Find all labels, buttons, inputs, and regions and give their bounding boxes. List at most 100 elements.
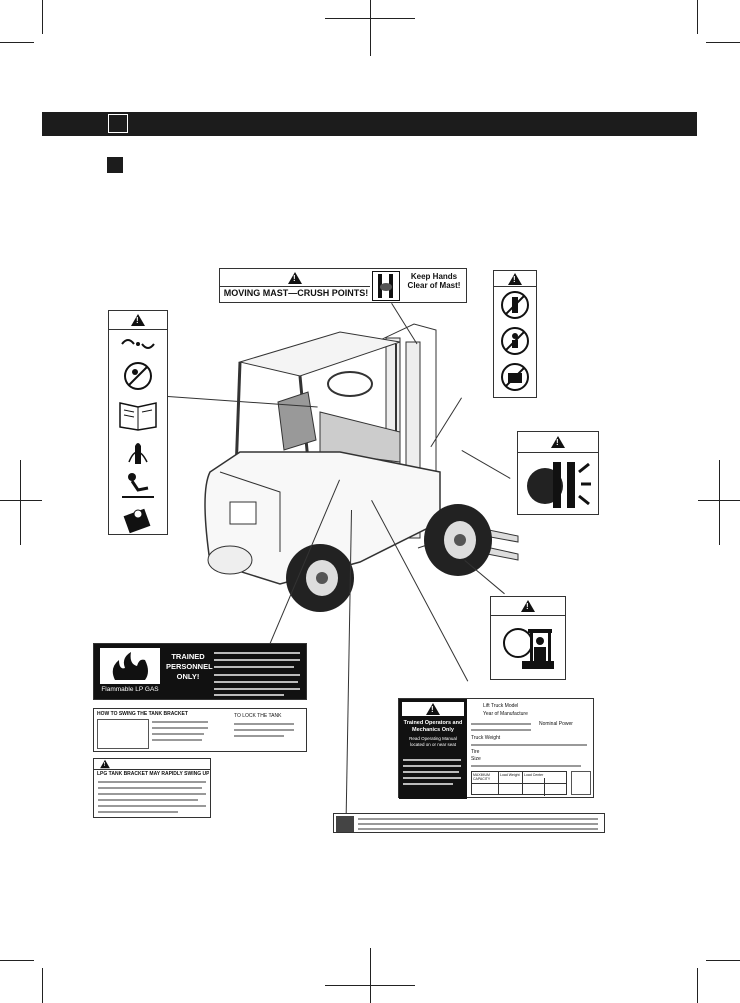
truck-weight-field: Truck Weight [471,735,501,741]
fine-print-line [471,723,531,725]
crop-mark [42,0,43,34]
lock-tank-title: TO LOCK THE TANK [234,713,282,719]
hand-crush-icon [372,271,400,301]
lift-truck-model-field: Lift Truck Model [483,703,519,709]
fine-print-line [358,818,598,820]
warning-triangle-icon [508,272,522,285]
warning-triangle-icon [336,816,354,832]
year-of-manufacture-field: Year of Manufacture [483,711,528,717]
warning-triangle-icon [131,314,145,326]
warning-triangle-icon [521,600,535,612]
fine-print-line [471,729,531,731]
seatbelt-pictogram-icon [109,330,167,358]
warning-triangle-icon [551,436,565,448]
no-riders-pictogram-icon [109,358,167,394]
crop-mark [719,460,720,545]
overhead-guard-icon [491,616,565,680]
fine-print-line [214,674,300,676]
crop-mark [20,460,21,545]
fine-print-line [98,781,206,783]
bracket-instruction-title: HOW TO SWING THE TANK BRACKET [97,711,188,717]
tire-field: Tire [471,749,480,755]
section-number-box [108,114,128,133]
operator-safety-pictogram-label [108,310,168,535]
load-center-header: Load Center [524,773,544,777]
hand-pointing-icon [109,434,167,468]
fine-print-line [98,799,198,801]
crop-mark [370,948,371,1003]
swing-warning-title: LPG TANK BRACKET MAY RAPIDLY SWING UP [97,771,209,777]
fine-print-line [214,659,300,661]
mast-crush-title: MOVING MAST—CRUSH POINTS! [223,288,369,298]
overhead-guard-label [490,596,566,680]
fine-print-line [214,652,300,654]
hand-crush-label [517,431,599,515]
crop-mark [697,0,698,34]
no-reaching-through-mast-icon [494,359,536,395]
crop-mark [706,960,740,961]
crop-mark [0,960,34,961]
fine-print-line [214,681,298,683]
fine-print-line [234,729,294,731]
fine-print-line [234,723,294,725]
nominal-power-field: Nominal Power [539,721,573,727]
fine-print-line [214,688,300,690]
fine-print-line [358,828,598,830]
fine-print-line [403,771,459,773]
safety-instructions-strip-label [333,813,605,833]
no-standing-pictogram-label [493,270,537,398]
fine-print-line [403,783,453,785]
mast-crush-label: MOVING MAST—CRUSH POINTS! Keep Hands Cle… [219,268,467,303]
warning-triangle-icon [288,271,302,284]
section-header-bar [42,112,697,136]
fine-print-line [214,694,284,696]
stay-in-seat-pictogram-icon [109,502,167,536]
hand-pinch-icon [518,453,598,515]
fine-print-line [98,811,178,813]
read-manual-line: Read Operating Manual located on or near… [409,736,457,747]
fine-print-line [471,744,587,746]
crop-mark [42,968,43,1003]
fine-print-line [403,765,461,767]
warning-triangle-icon [100,759,110,769]
crop-mark [706,42,740,43]
fine-print-line [358,823,598,825]
crop-mark [0,500,42,501]
crop-mark [697,968,698,1003]
crop-mark [0,42,34,43]
subsection-marker [107,157,123,173]
fine-print-line [98,787,202,789]
flame-icon [100,648,160,684]
fine-print-line [403,777,461,779]
capacity-table: MAXIMUM CAPACITY Load Weight Load Center [471,771,567,796]
load-weight-header: Load Weight [500,773,520,777]
trained-personnel-text: TRAINED PERSONNEL ONLY! [166,652,213,681]
trained-operators-heading: Trained Operators and Mechanics Only [403,720,463,733]
fine-print-line [403,759,461,761]
fine-print-line [152,739,202,741]
flammable-lp-gas-text: Flammable LP GAS [101,686,159,693]
tip-over-pictogram-icon [109,468,167,502]
fine-print-line [152,721,208,723]
fine-print-line [471,765,581,767]
no-passengers-icon [494,323,536,359]
keep-hands-clear-text: Keep Hands Clear of Mast! [407,272,461,290]
fine-print-line [234,735,284,737]
size-field: Size [471,756,481,762]
lpg-trained-personnel-label: Flammable LP GAS TRAINED PERSONNEL ONLY! [93,643,307,700]
no-standing-under-forks-icon [494,287,536,323]
max-capacity-header: MAXIMUM CAPACITY [473,773,491,781]
lpg-bracket-instruction-label: HOW TO SWING THE TANK BRACKET TO LOCK TH… [93,708,307,752]
nameplate-warning-panel: Trained Operators and Mechanics Only Rea… [399,699,467,799]
lpg-swing-warning-label: LPG TANK BRACKET MAY RAPIDLY SWING UP [93,758,211,818]
read-manual-pictogram-icon [109,394,167,434]
fine-print-line [152,727,208,729]
fine-print-line [98,793,206,795]
capacity-nameplate-label: Trained Operators and Mechanics Only Rea… [398,698,594,799]
crop-mark [370,0,371,56]
fine-print-line [152,733,204,735]
forklift-illustration [204,323,519,612]
warning-triangle-icon [426,703,440,715]
fine-print-line [214,666,294,668]
fine-print-line [98,805,206,807]
